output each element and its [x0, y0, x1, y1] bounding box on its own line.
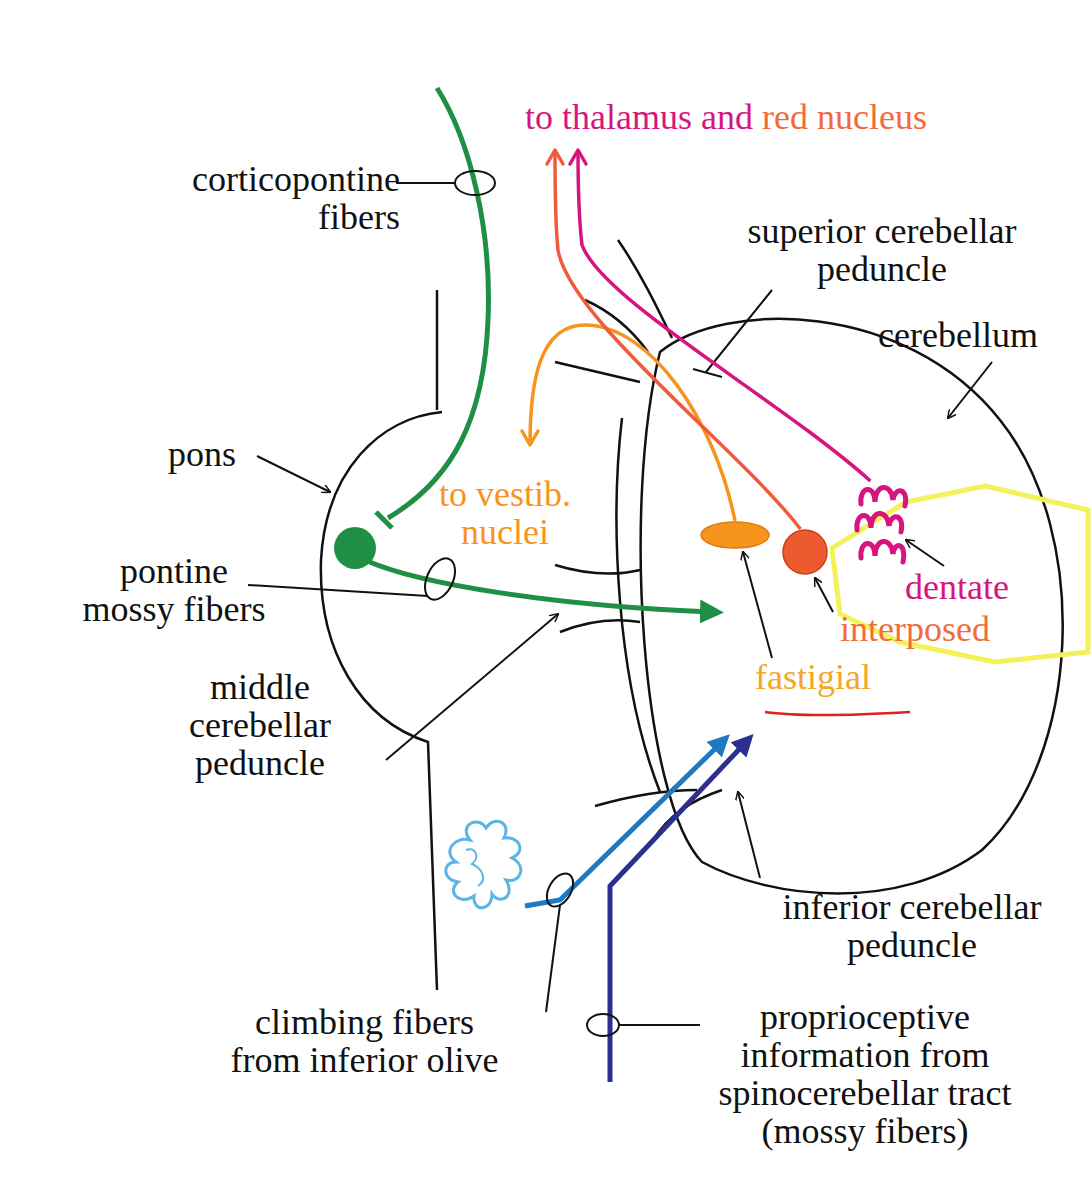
target-node: to thalamus andred nucleus: [525, 98, 1065, 150]
fiber-connector: [522, 325, 735, 521]
node-label: interposed: [840, 610, 990, 648]
part-label: cerebellum: [878, 316, 1092, 354]
part-label: superior cerebellar peduncle: [707, 212, 1057, 288]
spinocerebellar-fiber: [610, 742, 746, 1082]
part-label: climbing fibers from inferior olive: [222, 1003, 507, 1079]
fiber-bundle-ring: [587, 1014, 619, 1036]
peduncle-lines: [555, 240, 722, 842]
part-label: proprioceptive information from spinocer…: [705, 998, 1025, 1150]
part-label: pontine mossy fibers: [75, 552, 273, 628]
part-label: pons: [168, 435, 268, 473]
nucleus-shape: [853, 478, 911, 576]
node-label: to thalamus and: [525, 97, 753, 137]
fiber-path: [530, 325, 735, 521]
climbing-fiber: [525, 742, 722, 906]
synapse-bar: [376, 512, 392, 528]
fiber-bundle-ring: [541, 869, 578, 911]
underline: [765, 712, 910, 715]
pontine-mossy-fiber: [365, 560, 712, 612]
node-label: dentate: [905, 568, 1009, 606]
fiber-connector: [570, 150, 870, 481]
nucleus-node: fastigial: [700, 521, 770, 549]
fiber-bundle-ring: [419, 554, 461, 605]
nucleus-shape: [700, 521, 770, 549]
pontine-neuron: [334, 527, 376, 569]
node-label: to vestib. nuclei: [415, 475, 595, 551]
arrow-head: [570, 150, 586, 164]
part-label: inferior cerebellar peduncle: [762, 888, 1062, 964]
cerebellum-outline: [641, 319, 1063, 894]
nucleus-shape: [782, 529, 828, 575]
inferior-olive: [446, 821, 521, 908]
fiber-path: [555, 150, 800, 529]
nucleus-coil: [857, 513, 902, 532]
nucleus-coil: [861, 487, 906, 506]
arrow-head: [522, 431, 538, 445]
node-label: fastigial: [755, 658, 871, 696]
arrow-head: [547, 150, 563, 164]
corticopontine-fiber: [388, 88, 488, 518]
fiber-path: [578, 150, 870, 481]
part-label: middle cerebellar peduncle: [175, 668, 345, 782]
nucleus-node: dentate: [853, 478, 911, 576]
nucleus-node: interposed: [782, 529, 828, 575]
highlight-outline: [832, 486, 1088, 662]
fiber-connector: [547, 150, 800, 529]
nucleus-circle: [783, 530, 827, 574]
inferior-olive-fold: [466, 849, 483, 886]
fiber-bundle-ring: [455, 171, 495, 195]
node-label: red nucleus: [762, 97, 927, 137]
nucleus-coil: [861, 541, 904, 562]
nucleus-ellipse: [701, 522, 769, 548]
target-node: to vestib. nuclei: [415, 445, 595, 551]
part-label: corticopontine fibers: [120, 160, 400, 236]
